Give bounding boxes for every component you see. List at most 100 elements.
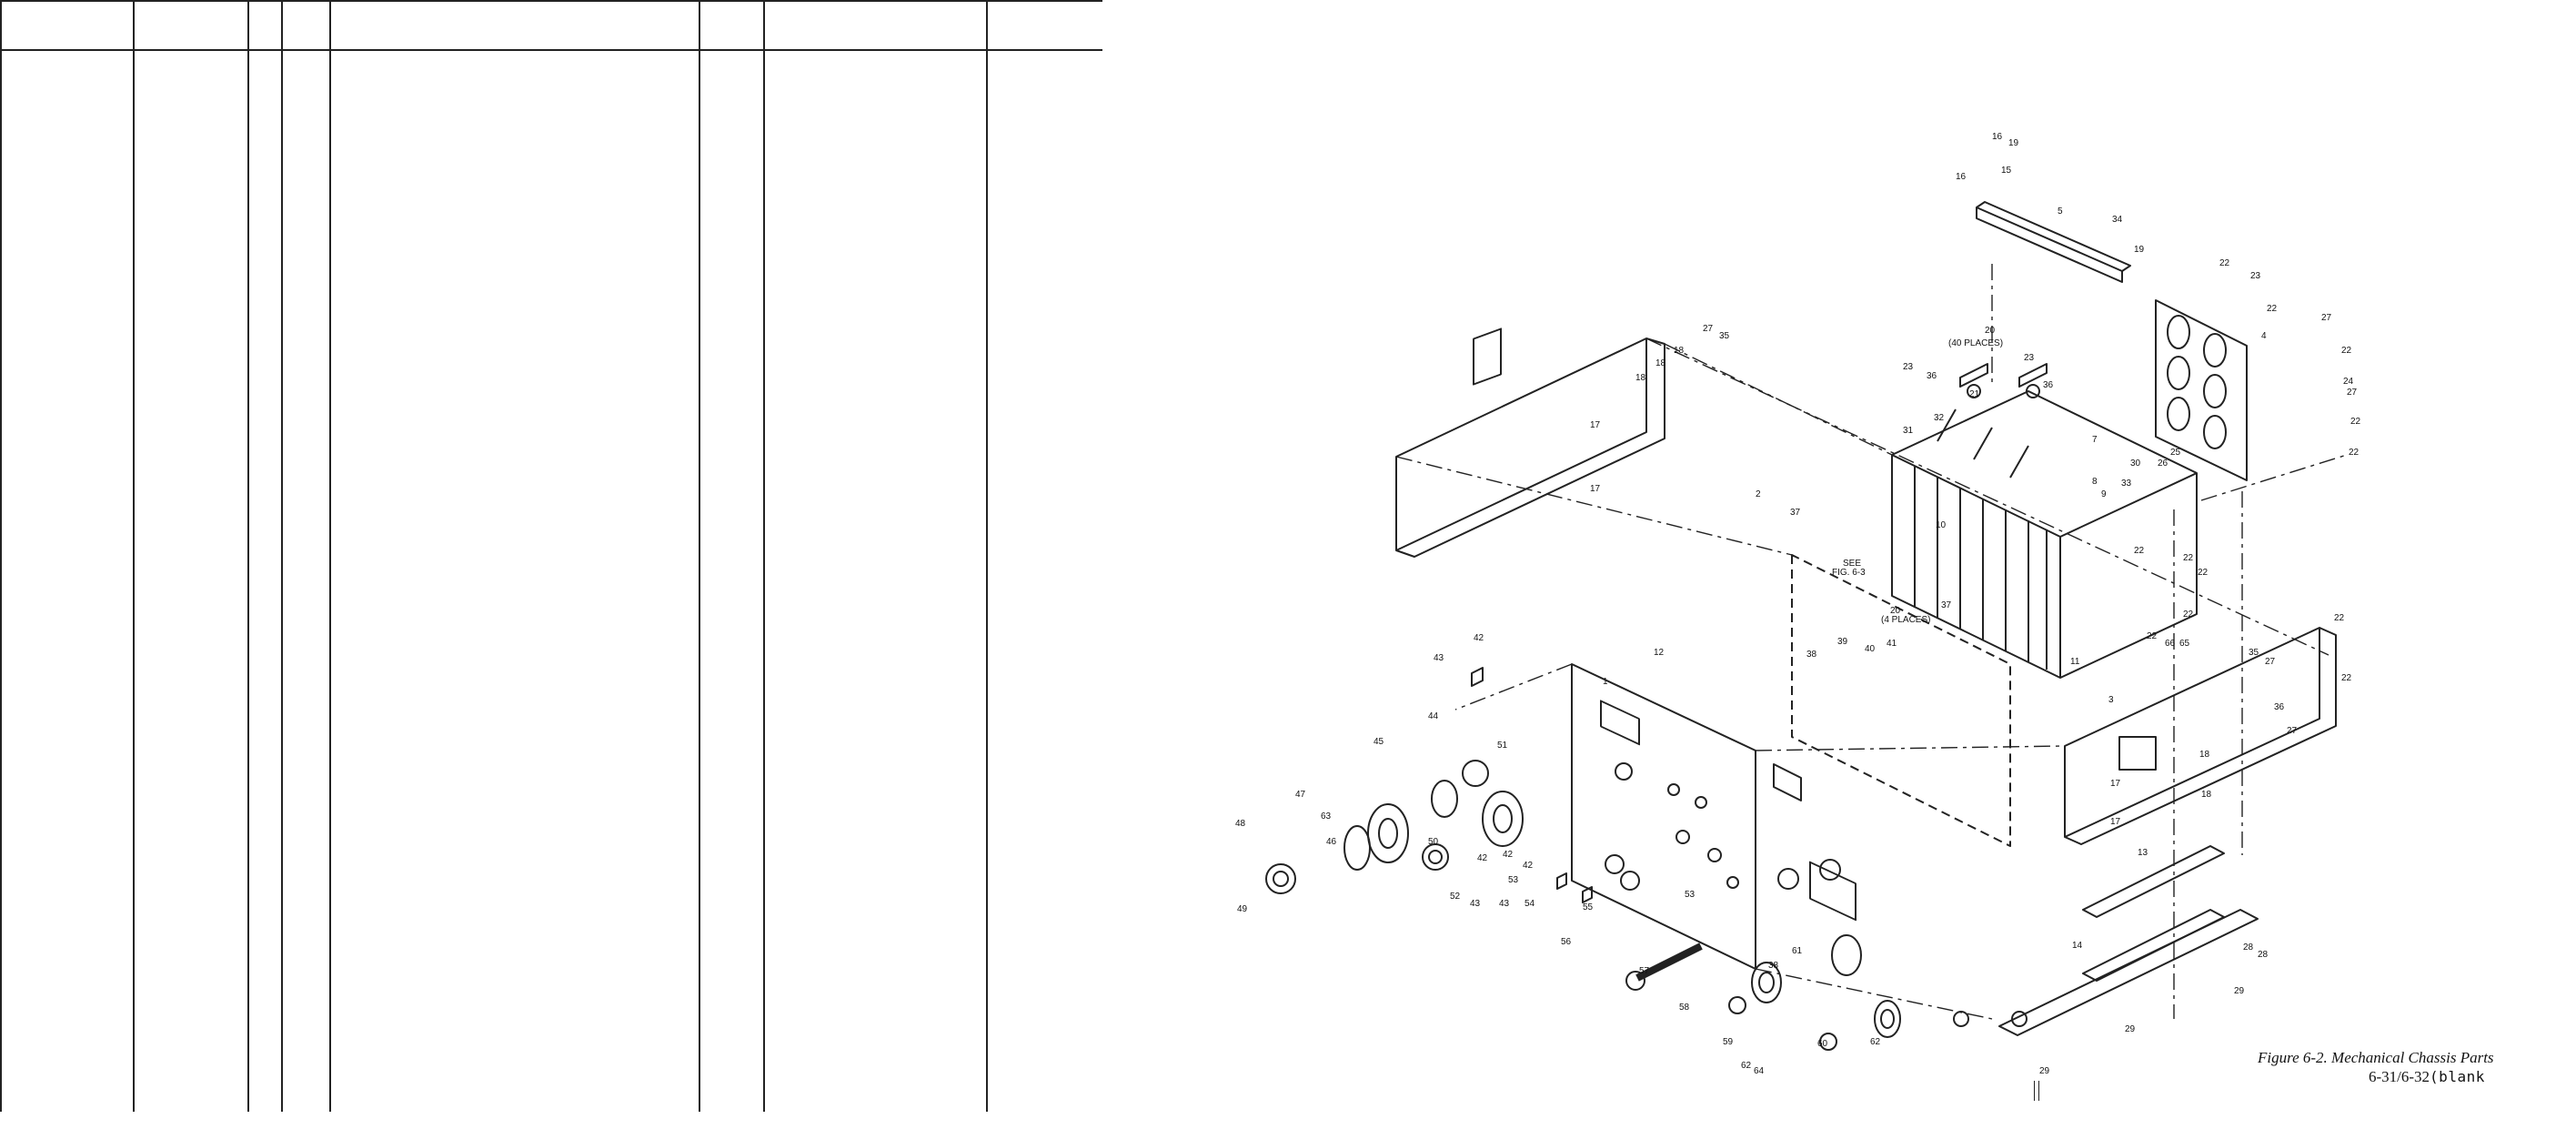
callout: 50 (1428, 837, 1439, 847)
callout: 7 (2092, 435, 2098, 445)
callout: 42 (1474, 633, 1484, 643)
callout: 1 (1603, 677, 1608, 687)
callout: 11 (2070, 657, 2080, 667)
fold-mark (2034, 1081, 2039, 1101)
callout: 36 (2274, 702, 2285, 712)
callout: 43 (1499, 899, 1510, 909)
callout: 22 (2267, 304, 2278, 314)
callout: 3 (2108, 695, 2114, 705)
right-side-panel (2064, 627, 2320, 838)
callout: 59 (1723, 1037, 1734, 1047)
callout: 10 (1936, 520, 1947, 530)
callout: SEE (1843, 559, 1861, 569)
knob-assemblies (1265, 363, 2048, 1051)
page-number: 6-31/6-32(blank (2369, 1068, 2485, 1086)
column-divider (133, 0, 135, 1112)
callout: 22 (2349, 448, 2360, 458)
callout: 22 (2183, 553, 2194, 563)
callout: 64 (1754, 1066, 1765, 1076)
callout: 66 (2165, 639, 2176, 649)
callout: 28 (2243, 942, 2254, 953)
callout: 36 (1927, 371, 1937, 381)
callout: FIG. 6-3 (1832, 568, 1866, 578)
callout: 18 (1655, 358, 1666, 368)
callout: 19 (2134, 245, 2145, 255)
callout: 22 (2183, 610, 2194, 620)
callout: 42 (1523, 861, 1534, 871)
callout: 18 (2199, 750, 2210, 760)
callout: 49 (1237, 904, 1248, 914)
callout: 29 (2039, 1066, 2050, 1076)
column-divider (0, 0, 2, 1112)
column-divider (247, 0, 249, 1112)
callout: 19 (2008, 138, 2019, 148)
callout: 55 (1583, 902, 1594, 912)
callout: 27 (2265, 657, 2276, 667)
callout: 24 (2343, 377, 2354, 387)
callout: 61 (1792, 946, 1803, 956)
callout: 44 (1428, 711, 1439, 721)
callout: 48 (1235, 819, 1246, 829)
callout: 52 (1450, 892, 1461, 902)
callout: 63 (1321, 811, 1332, 821)
callout: 12 (1654, 648, 1665, 658)
callout: 22 (2341, 673, 2352, 683)
callout: 8 (2092, 477, 2098, 487)
callout: 33 (2121, 479, 2132, 489)
callout: 16 (1956, 172, 1967, 182)
callout: 15 (2001, 166, 2012, 176)
callout-labels: 16 19 16 15 5 34 19 22 23 22 27 22 4 24 … (1235, 132, 2361, 1076)
callout: 14 (2072, 941, 2083, 951)
callout: 2 (1756, 489, 1761, 499)
callout: 41 (1887, 639, 1897, 649)
bottom-strip (2082, 845, 2225, 918)
callout: 22 (2219, 258, 2230, 268)
right-end-plate (2155, 299, 2248, 481)
callout: 17 (2110, 817, 2121, 827)
callout: 9 (2101, 489, 2107, 499)
callout: 28 (2258, 950, 2269, 960)
callout: 27 (2321, 313, 2332, 323)
callout: 53 (1685, 890, 1696, 900)
callout: 54 (1524, 899, 1535, 909)
callout: 31 (1903, 426, 1914, 436)
callout: 17 (2110, 779, 2121, 789)
callout: 17 (1590, 484, 1601, 494)
callout: 38 (1768, 961, 1779, 971)
callout: 42 (1503, 850, 1514, 860)
callout: 26 (2158, 459, 2168, 469)
column-divider (699, 0, 700, 1112)
callout: 53 (1508, 875, 1519, 885)
callout: 34 (2112, 215, 2123, 225)
callout: 25 (2170, 448, 2181, 458)
callout: 51 (1497, 741, 1508, 751)
callout: 21 (1969, 389, 1980, 399)
callout: 5 (2058, 207, 2063, 217)
callout: 27 (2287, 726, 2298, 736)
callout: 22 (2198, 568, 2209, 578)
table-header-rule (0, 49, 1102, 51)
callout: 27 (1703, 324, 1714, 334)
callout: (40 PLACES) (1948, 338, 2003, 348)
mechanical-chassis-drawing: 16 19 16 15 5 34 19 22 23 22 27 22 4 24 … (1235, 132, 2361, 1076)
callout: 18 (1674, 346, 1685, 356)
callout: (4 PLACES) (1881, 615, 1930, 625)
callout: 32 (1934, 413, 1945, 423)
callout: 37 (1790, 508, 1801, 518)
callout: 35 (2249, 648, 2259, 658)
callout: 22 (2341, 346, 2352, 356)
callout: 47 (1295, 790, 1306, 800)
callout: 18 (1635, 373, 1646, 383)
callout: 20 (1985, 326, 1996, 336)
callout: 16 (1992, 132, 2003, 142)
front-panel (1571, 663, 1756, 970)
callout: 43 (1434, 653, 1444, 663)
callout: 42 (1477, 853, 1488, 863)
callout: 30 (2130, 459, 2141, 469)
callout: 45 (1374, 737, 1384, 747)
column-divider (281, 0, 283, 1112)
page-number-note: (blank (2430, 1068, 2485, 1085)
callout: 22 (2134, 546, 2145, 556)
callout: 62 (1741, 1061, 1752, 1071)
callout: 62 (1870, 1037, 1881, 1047)
